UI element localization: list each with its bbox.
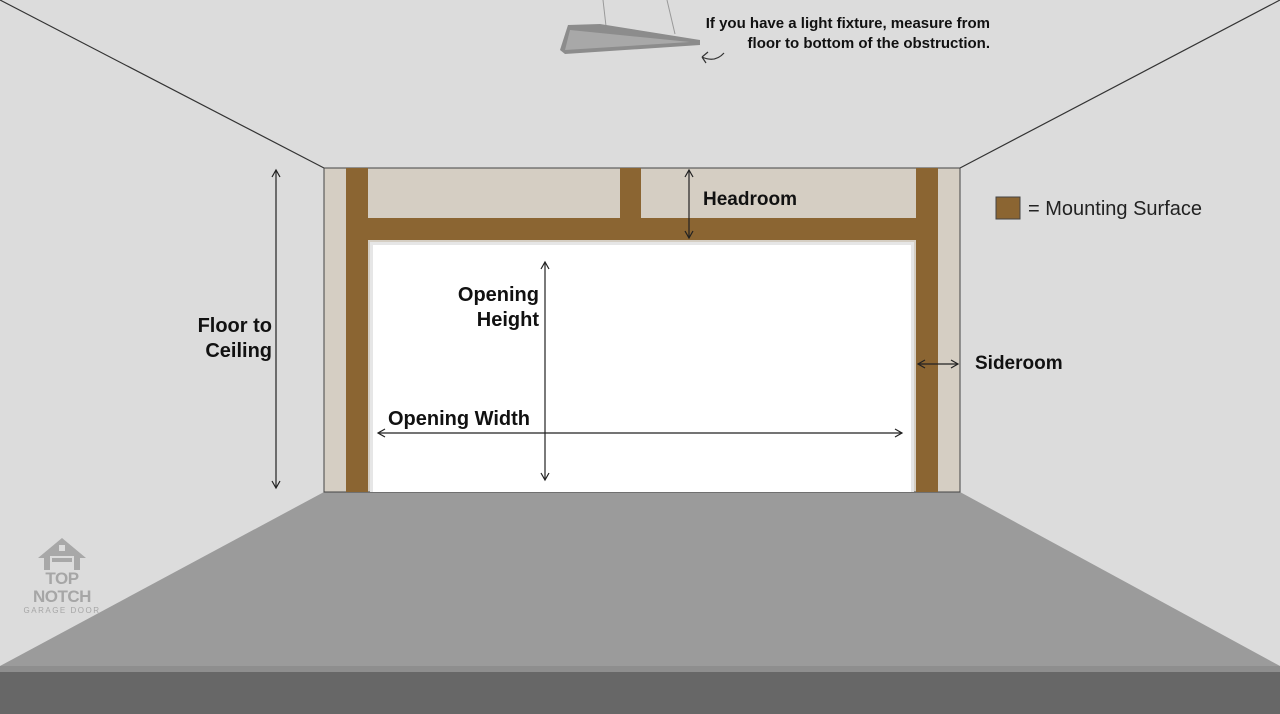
note-line-2: floor to bottom of the obstruction. <box>748 35 990 52</box>
opening-height-label-2: Height <box>477 309 540 331</box>
opening-width-label: Opening Width <box>388 408 530 430</box>
light-fixture-icon <box>560 0 725 64</box>
floor-to-ceiling-label-2: Ceiling <box>205 340 272 362</box>
floor-edge <box>0 666 1280 672</box>
back-wall <box>323 167 961 493</box>
floor-front-band <box>0 672 1280 714</box>
legend-label: = Mounting Surface <box>1028 198 1202 220</box>
floor <box>0 492 1280 666</box>
door-opening <box>373 245 911 492</box>
mounting-surface-frame <box>346 168 938 492</box>
floor-to-ceiling-label-1: Floor to <box>198 315 272 337</box>
sideroom-label: Sideroom <box>975 353 1063 374</box>
opening-height-label-1: Opening <box>458 284 539 306</box>
note-line-1: If you have a light fixture, measure fro… <box>706 15 990 32</box>
ceiling-edge-right <box>959 0 1280 169</box>
legend-swatch <box>995 196 1021 220</box>
logo-line-2: GARAGE DOOR <box>23 606 101 615</box>
logo: TOP NOTCH GARAGE DOOR <box>18 570 106 616</box>
headroom-label: Headroom <box>703 189 797 210</box>
logo-house-icon <box>38 538 86 570</box>
logo-line-1: TOP NOTCH <box>33 569 91 606</box>
ceiling-edge-left <box>0 0 325 169</box>
